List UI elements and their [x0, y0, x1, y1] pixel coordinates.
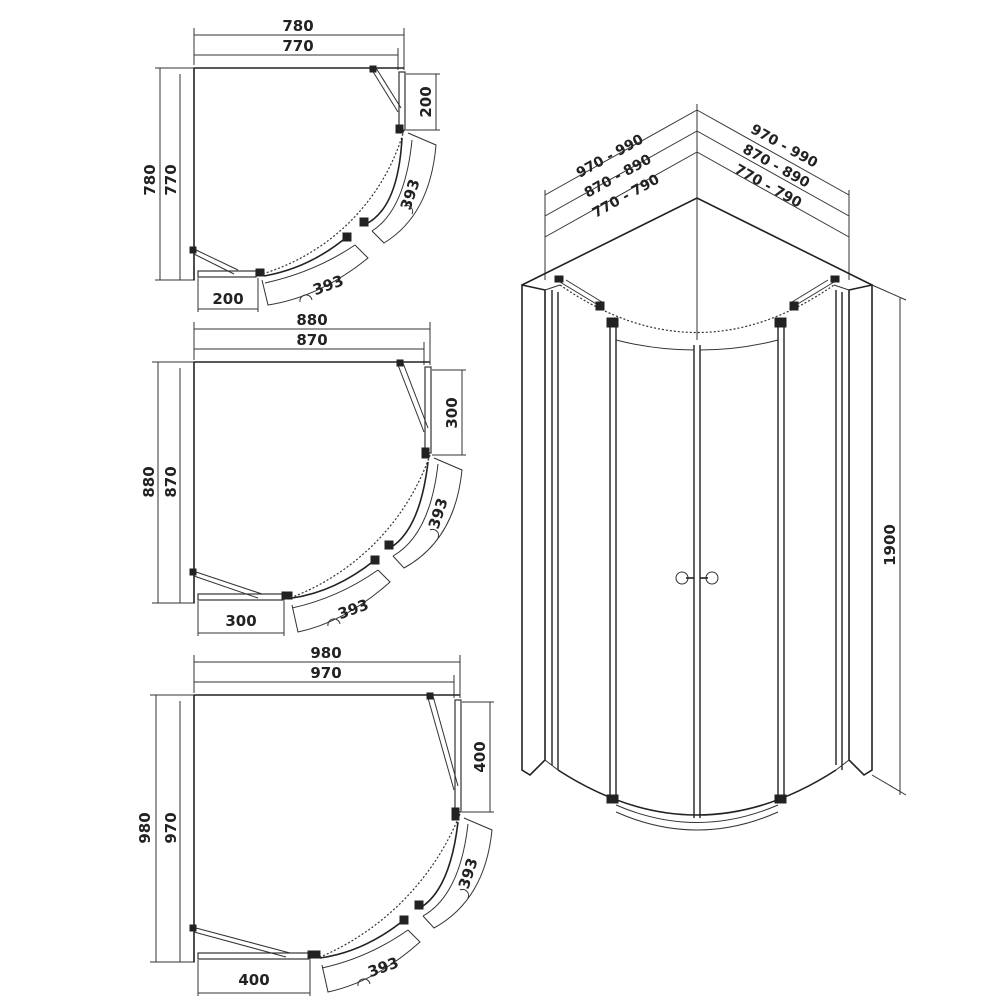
plan3-door-bottom: 393	[365, 953, 401, 981]
plan3-outer-width: 980	[310, 644, 341, 662]
perspective-view: 970 - 990 870 - 890 770 - 790 970 - 990 …	[521, 104, 907, 831]
plan-view-880: 880 870 880 870 393 393 30	[140, 311, 466, 636]
plan1-inner-depth: 770	[162, 164, 180, 195]
plan2-door-right: 393	[425, 496, 452, 531]
plan1-outer-depth: 780	[141, 164, 159, 195]
plan3-outer-depth: 980	[136, 812, 154, 843]
plan2-outer-depth: 880	[140, 466, 158, 497]
plan1-side-right: 200	[417, 86, 435, 117]
plan2-door-bottom: 393	[335, 595, 371, 623]
plan1-side-bottom: 200	[212, 290, 243, 308]
plan1-door-bottom: 393	[310, 271, 346, 299]
plan2-outer-width: 880	[296, 311, 327, 329]
plan3-inner-width: 970	[310, 664, 341, 682]
plan-view-780: 780 770 780 770 393 393	[141, 17, 440, 312]
plan-view-980: 980 970 980 970 393 393 40	[136, 644, 494, 996]
plan3-side-bottom: 400	[238, 971, 269, 989]
plan2-side-right: 300	[443, 397, 461, 428]
plan1-outer-width: 780	[282, 17, 313, 35]
enclosure-height: 1900	[881, 524, 899, 566]
plan2-inner-depth: 870	[162, 466, 180, 497]
plan3-side-right: 400	[471, 741, 489, 772]
plan1-inner-width: 770	[282, 37, 313, 55]
plan2-inner-width: 870	[296, 331, 327, 349]
plan3-inner-depth: 970	[162, 812, 180, 843]
plan3-door-right: 393	[455, 856, 482, 891]
plan2-side-bottom: 300	[225, 612, 256, 630]
